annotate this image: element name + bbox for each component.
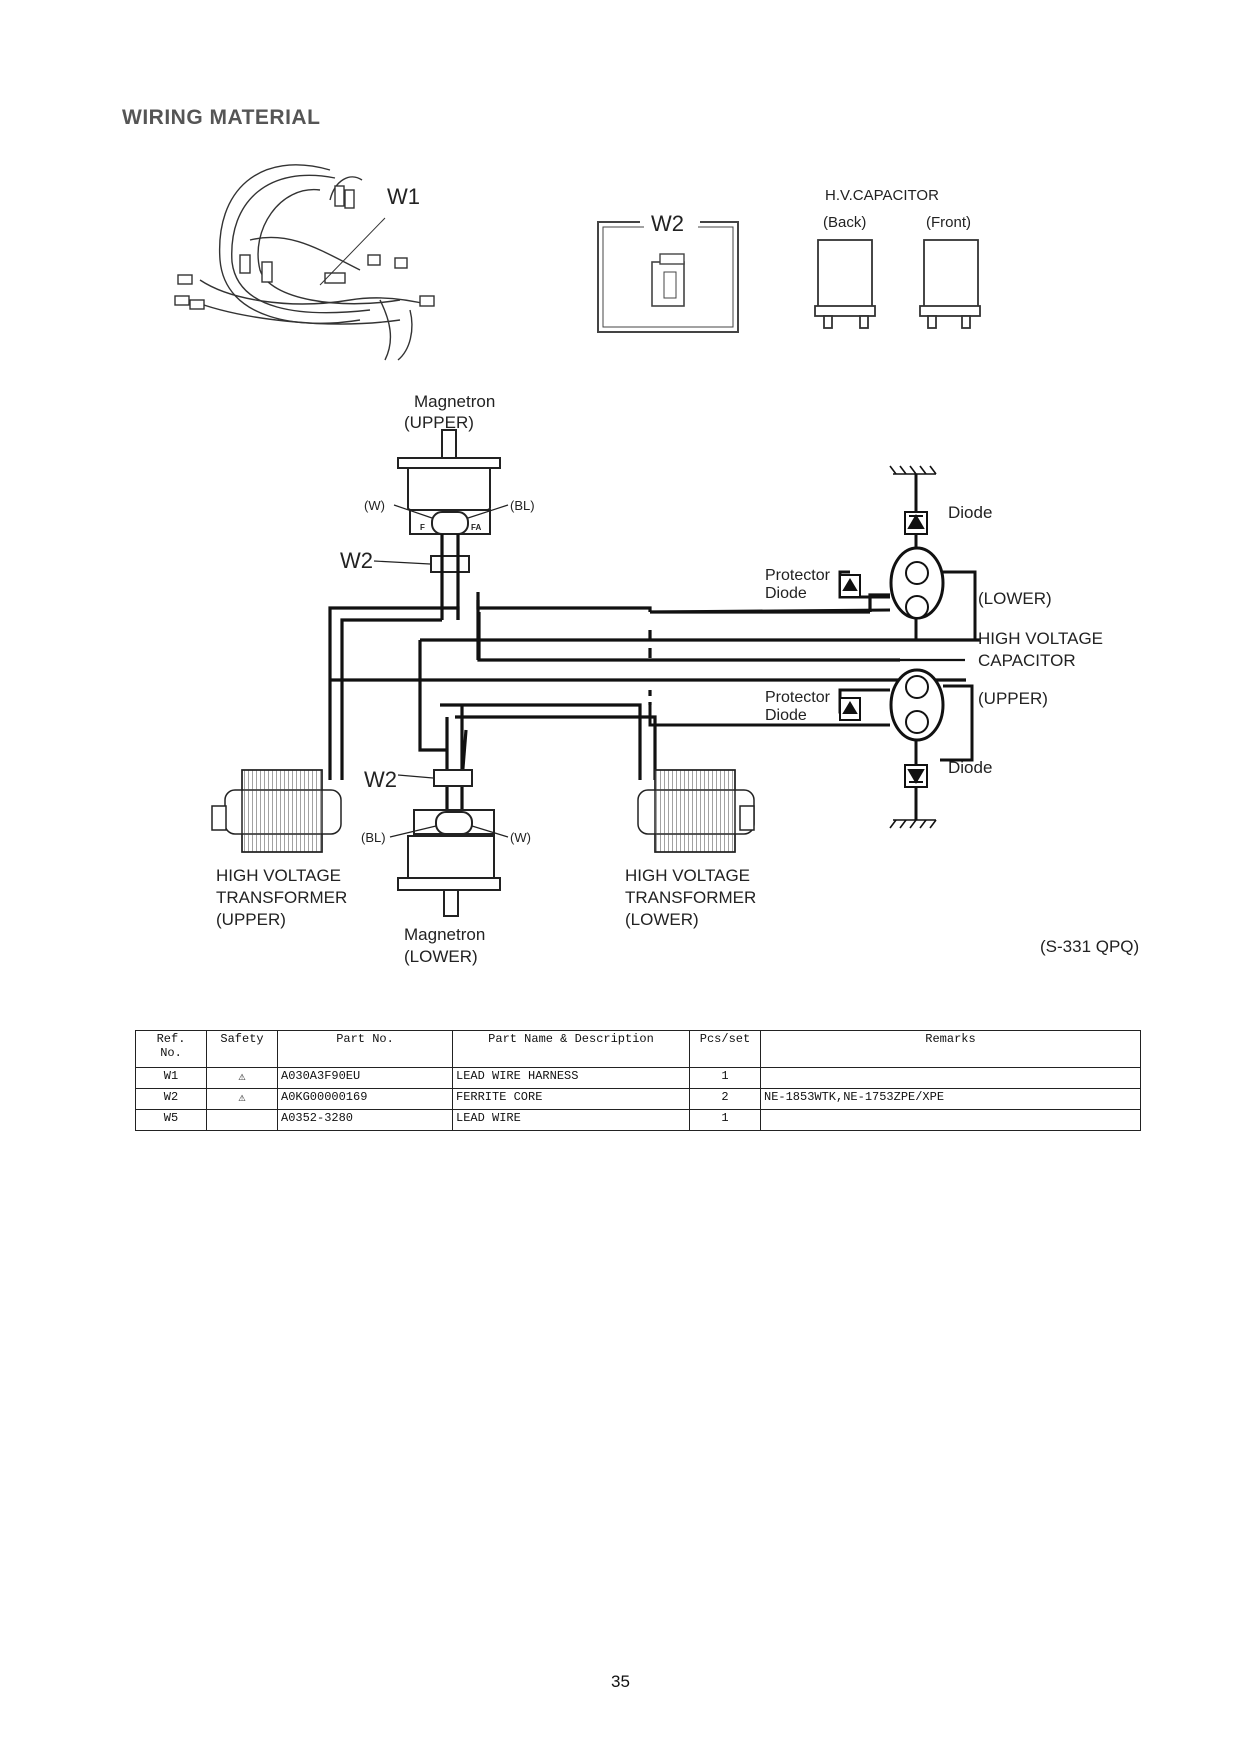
diode-lower-label: Diode <box>948 758 992 777</box>
wire-white-label-upper: (W) <box>364 498 385 513</box>
transformer-lower-hv-label: HIGH VOLTAGE <box>625 866 750 885</box>
capacitor-lower-position: (LOWER) <box>978 589 1052 608</box>
transformer-upper-hv-label: HIGH VOLTAGE <box>216 866 341 885</box>
transformer-lower-label: TRANSFORMER <box>625 888 756 907</box>
cell-remarks: NE-1853WTK,NE-1753ZPE/XPE <box>760 1088 1141 1110</box>
w2-upper-label: W2 <box>340 548 373 573</box>
cell-part-no: A0352-3280 <box>277 1109 453 1131</box>
magnetron-upper <box>397 429 501 535</box>
transformer-upper <box>211 769 342 853</box>
page-title: WIRING MATERIAL <box>122 106 321 129</box>
transformer-lower <box>637 769 755 853</box>
page-number: 35 <box>611 1672 630 1691</box>
parts-table: Ref. No. Safety Part No. Part Name & Des… <box>135 1030 1141 1131</box>
transformer-upper-position: (UPPER) <box>216 910 286 929</box>
wire-white-label-lower: (W) <box>510 830 531 845</box>
table-row: W1 ⚠ A030A3F90EU LEAD WIRE HARNESS 1 <box>135 1067 1141 1089</box>
capacitor-back-label: (Back) <box>823 214 866 231</box>
cell-remarks <box>760 1109 1141 1131</box>
cell-part-name: LEAD WIRE <box>452 1109 690 1131</box>
header-safety: Safety <box>206 1030 278 1068</box>
magnetron-lower-label: Magnetron <box>404 925 485 944</box>
cell-part-name: FERRITE CORE <box>452 1088 690 1110</box>
header-part-no: Part No. <box>277 1030 453 1068</box>
wire-blue-label-lower: (BL) <box>361 830 386 845</box>
protector-diode-upper-label: Diode <box>765 707 807 724</box>
ferrite-core-box <box>597 221 739 333</box>
cell-ref: W5 <box>135 1109 207 1131</box>
protector-upper-label: Protector <box>765 689 831 706</box>
capacitor-hv-label: HIGH VOLTAGE <box>978 629 1103 648</box>
w1-label: W1 <box>387 184 420 209</box>
hv-capacitor-illustration <box>814 239 981 329</box>
magnetron-lower <box>397 809 501 917</box>
ground-icon-bottom <box>889 819 937 829</box>
magnetron-upper-position: (UPPER) <box>404 413 474 432</box>
transformer-lower-position: (LOWER) <box>625 910 699 929</box>
protector-lower-label: Protector <box>765 567 831 584</box>
terminal-f-upper: F <box>420 523 425 532</box>
cell-pcs: 1 <box>689 1109 761 1131</box>
hv-capacitor-title: H.V.CAPACITOR <box>825 187 939 204</box>
wire-blue-label-upper: (BL) <box>510 498 535 513</box>
table-row: W5 A0352-3280 LEAD WIRE 1 <box>135 1109 1141 1131</box>
cell-part-name: LEAD WIRE HARNESS <box>452 1067 690 1089</box>
capacitor-label: CAPACITOR <box>978 651 1076 670</box>
cell-ref: W1 <box>135 1067 207 1089</box>
table-row: W2 ⚠ A0KG00000169 FERRITE CORE 2 NE-1853… <box>135 1088 1141 1110</box>
protector-diode-lower-symbol <box>839 574 861 598</box>
cell-pcs: 2 <box>689 1088 761 1110</box>
transformer-upper-label: TRANSFORMER <box>216 888 347 907</box>
cell-safety <box>206 1109 278 1131</box>
header-ref: Ref. No. <box>135 1030 207 1068</box>
header-remarks: Remarks <box>760 1030 1141 1068</box>
diode-upper-label: Diode <box>948 503 992 522</box>
cell-pcs: 1 <box>689 1067 761 1089</box>
diode-lower-symbol <box>904 764 928 788</box>
magnetron-lower-position: (LOWER) <box>404 947 478 966</box>
cell-safety-warning-icon: ⚠ <box>206 1067 278 1089</box>
cell-part-no: A0KG00000169 <box>277 1088 453 1110</box>
ferrite-core-lower <box>433 769 473 787</box>
model-note: (S-331 QPQ) <box>1040 937 1139 956</box>
w2-box-label: W2 <box>651 211 684 236</box>
header-ref-line1: Ref. <box>156 1032 186 1046</box>
terminal-fa-upper: FA <box>471 523 481 532</box>
header-part-name: Part Name & Description <box>452 1030 690 1068</box>
header-ref-line2: No. <box>160 1046 182 1060</box>
cell-remarks <box>760 1067 1141 1089</box>
lead-wire-harness-illustration <box>174 164 435 361</box>
capacitor-front-label: (Front) <box>926 214 971 231</box>
w2-lower-label: W2 <box>364 767 397 792</box>
protector-diode-upper-symbol <box>839 697 861 721</box>
parts-table-header: Ref. No. Safety Part No. Part Name & Des… <box>135 1030 1141 1068</box>
capacitor-upper-position: (UPPER) <box>978 689 1048 708</box>
cell-safety-warning-icon: ⚠ <box>206 1088 278 1110</box>
header-pcs: Pcs/set <box>689 1030 761 1068</box>
diode-upper-symbol <box>904 511 928 535</box>
cell-part-no: A030A3F90EU <box>277 1067 453 1089</box>
cell-ref: W2 <box>135 1088 207 1110</box>
ferrite-core-upper <box>430 555 470 573</box>
ground-icon-top <box>889 465 937 475</box>
magnetron-upper-label: Magnetron <box>414 392 495 411</box>
protector-diode-lower-label: Diode <box>765 585 807 602</box>
